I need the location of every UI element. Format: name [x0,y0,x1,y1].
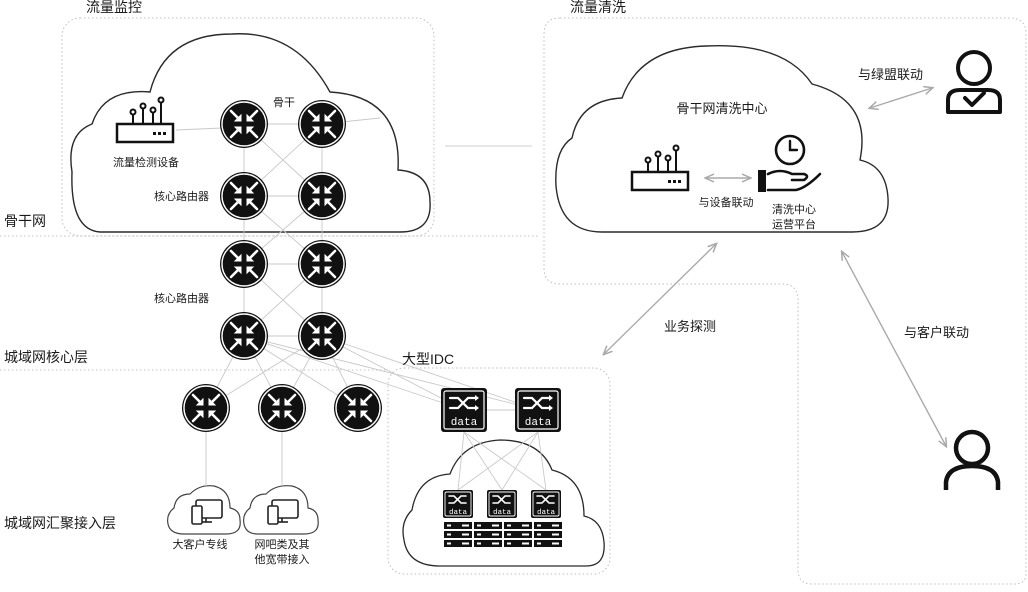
customer-cloud-b [243,485,319,535]
router-icon [296,98,348,150]
router-icon [218,98,270,150]
layer-title-backbone: 骨干网 [4,213,46,229]
monitoring-region [61,17,435,237]
region-title-idc: 大型IDC [402,351,455,367]
idc-cloud [402,439,605,567]
label-device-link: 与设备联动 [698,197,754,209]
server-rack-icon [444,522,472,547]
arrow-green-alliance [870,88,932,108]
server-rack-icon [504,522,532,547]
data-switch-icon [530,489,562,519]
label-customer-link: 与客户联动 [904,325,970,340]
label-big-customer: 大客户专线 [172,539,228,551]
label-backbone: 骨干 [273,97,295,109]
access-routers [180,382,384,434]
scrub-cloud [555,44,889,233]
router-icon [256,382,308,434]
monitoring-cloud [70,33,431,233]
label-netcafe: 网吧类及其 他宽带接入 [254,539,310,566]
label-scrub-center: 骨干网清洗中心 [676,101,768,116]
label-core-router-mid: 核心路由器 [154,293,209,305]
data-switch-icon [513,386,563,434]
monitor-icon [191,499,223,525]
region-title-scrubbing: 流量清洗 [570,0,626,15]
region-title-monitoring: 流量监控 [86,0,142,15]
router-icon [180,382,232,434]
label-business-probe: 业务探测 [664,319,717,334]
router-icon [218,170,270,222]
layer-title-metro-core: 城域网核心层 [4,349,88,365]
arrow-business-probe [604,244,716,354]
label-core-router-top: 核心路由器 [154,191,209,203]
arrow-customer-link [842,252,946,446]
label-ops-platform: 清洗中心 运营平台 [772,204,816,231]
detector-device-icon [630,144,690,192]
layer-title-metro-access: 城域网汇聚接入层 [4,515,116,531]
router-icon [218,238,270,290]
router-icon [296,310,348,362]
detector-device-icon [115,96,175,144]
router-icon [332,382,384,434]
router-icon [296,170,348,222]
server-rack-icon [534,522,562,547]
customer-cloud-a [167,485,241,535]
scrubbing-region [543,17,1027,585]
router-icon [218,310,270,362]
data-switch-icon [439,386,489,434]
label-detector: 流量检测设备 [113,157,179,169]
router-icon [296,238,348,290]
idc-region [387,367,611,575]
server-rack-icon [474,522,502,547]
person-icon [943,429,1001,490]
data-switch-icon [442,489,474,519]
verified-person-icon [946,50,1002,114]
data-switch-icon [486,489,518,519]
monitor-icon [267,499,299,525]
label-green-alliance: 与绿盟联动 [858,67,924,82]
clock-hand-icon [758,134,822,192]
